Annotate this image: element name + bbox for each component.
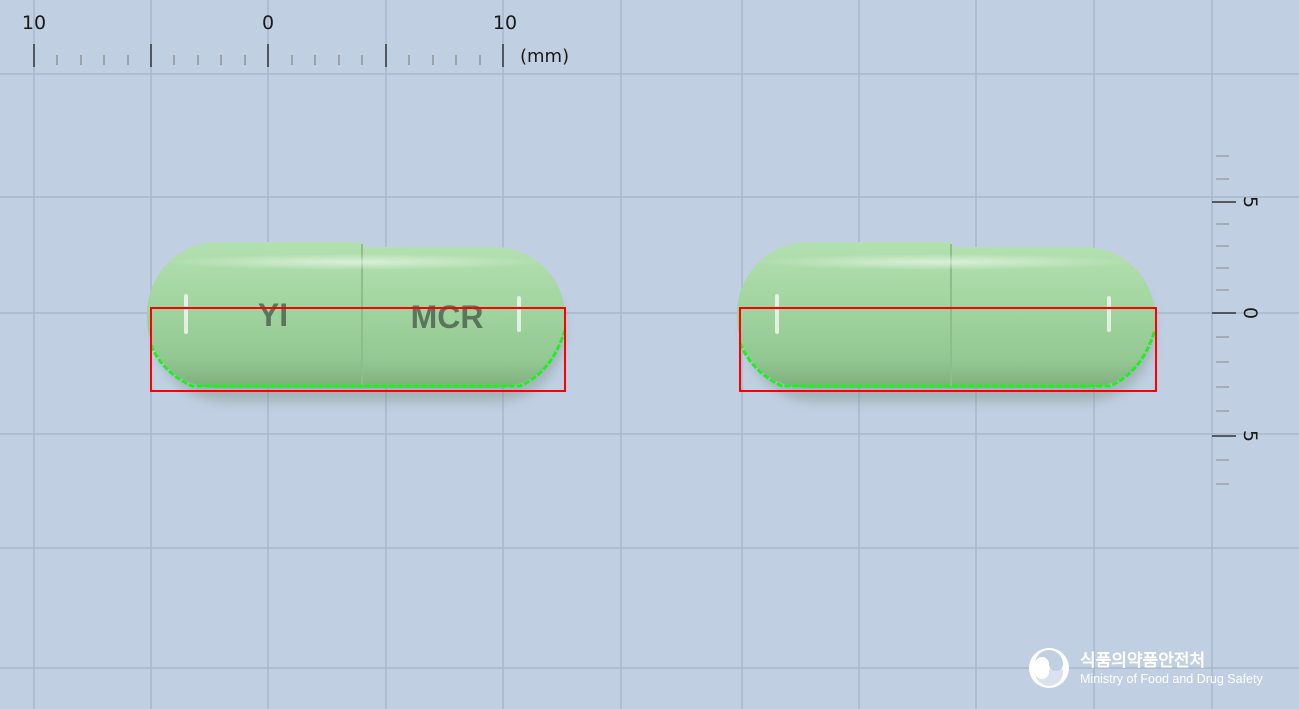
capsule-back-bounding-box — [739, 307, 1157, 392]
capsule-front-imprint-right: MCR — [411, 299, 484, 335]
top-ruler-label-left: 10 — [22, 12, 46, 34]
top-ruler-label-center: 0 — [262, 12, 274, 34]
capsule-back — [737, 242, 1157, 402]
side-ruler-label-top: 5 — [1239, 196, 1261, 208]
capsule-front: YI MCR — [147, 242, 567, 402]
top-ruler: 10 0 10 (mm) — [22, 12, 569, 67]
side-ruler-label-center: 0 — [1239, 307, 1261, 319]
capsule-back-edge-trace — [738, 329, 1157, 388]
ministry-logo: 식품의약품안전처 Ministry of Food and Drug Safet… — [1029, 648, 1263, 688]
government-emblem-icon — [1029, 648, 1069, 688]
side-ruler-label-bottom: 5 — [1239, 430, 1261, 442]
top-ruler-label-right: 10 — [493, 12, 517, 34]
top-ruler-unit: (mm) — [520, 46, 569, 67]
logo-english-name: Ministry of Food and Drug Safety — [1080, 672, 1263, 686]
capsule-back-cap — [737, 242, 951, 386]
capsule-front-bounding-box — [150, 307, 566, 392]
capsule-front-cap — [147, 242, 362, 386]
capsule-front-imprint-left: YI — [258, 297, 288, 333]
side-ruler: 5 0 5 — [1212, 155, 1261, 485]
capsule-front-edge-trace — [149, 329, 567, 388]
logo-korean-name: 식품의약품안전처 — [1080, 650, 1205, 671]
